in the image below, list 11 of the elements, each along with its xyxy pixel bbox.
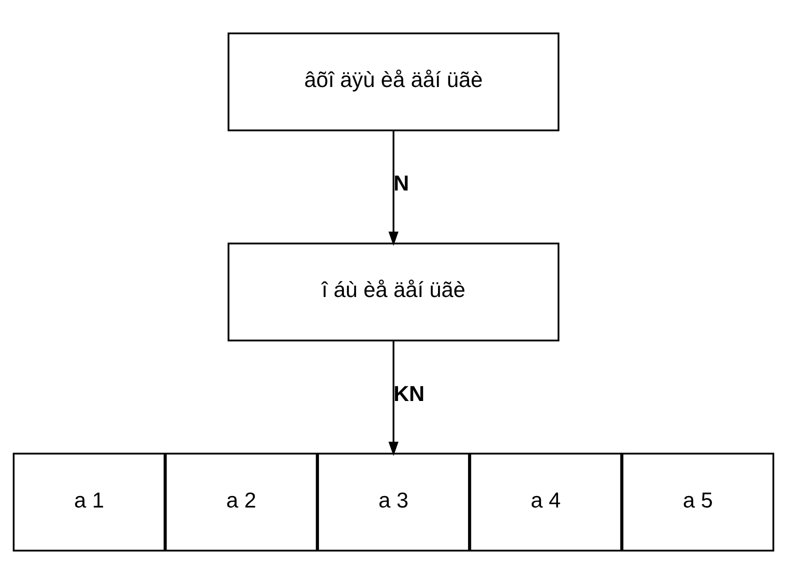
edge-label: KN — [394, 380, 425, 406]
node-box: a 1 — [12, 452, 166, 551]
node-box: a 4 — [469, 452, 622, 551]
edge-label: N — [394, 170, 410, 196]
node-box: î áù èå äåí üãè — [228, 242, 560, 341]
node-box: a 3 — [317, 452, 470, 551]
node-box: âõî äÿù èå äåí üãè — [228, 32, 560, 131]
node-box: a 2 — [165, 452, 318, 551]
node-box: a 5 — [622, 452, 774, 551]
arrow — [388, 130, 398, 246]
arrow — [388, 340, 398, 456]
